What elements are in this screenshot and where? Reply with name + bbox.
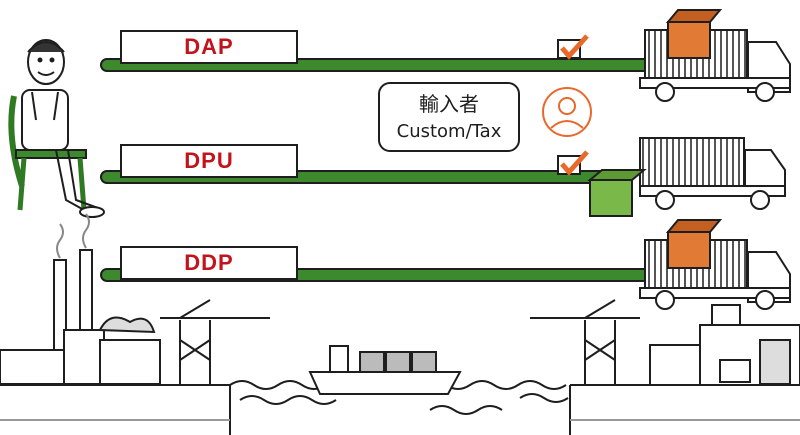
term-label-dpu: DPU — [120, 144, 298, 178]
cardboard-box-icon — [665, 219, 723, 269]
truck-icon-dpu — [587, 137, 786, 217]
warehouse-icon — [649, 304, 800, 386]
crane-icon-left — [160, 299, 270, 385]
person-sitting-icon — [8, 39, 105, 218]
bubble-custom-tax-text: Custom/Tax — [396, 121, 502, 142]
check-icon-dpu — [557, 150, 589, 176]
crane-icon-right — [530, 299, 640, 385]
term-label-dap: DAP — [120, 30, 298, 64]
importer-speech-bubble: 輸入者 Custom/Tax — [378, 82, 520, 152]
green-box-icon — [587, 169, 647, 217]
cardboard-box-icon — [665, 9, 723, 59]
cargo-ship-icon — [308, 345, 462, 395]
bubble-importer-text: 輸入者 — [419, 92, 479, 116]
check-icon-dap — [557, 34, 589, 60]
factory-icon — [0, 213, 161, 385]
importer-avatar-icon — [542, 87, 592, 137]
truck-icon-dap — [639, 9, 791, 102]
truck-icon-ddp — [639, 219, 791, 310]
term-label-ddp: DDP — [120, 246, 298, 280]
